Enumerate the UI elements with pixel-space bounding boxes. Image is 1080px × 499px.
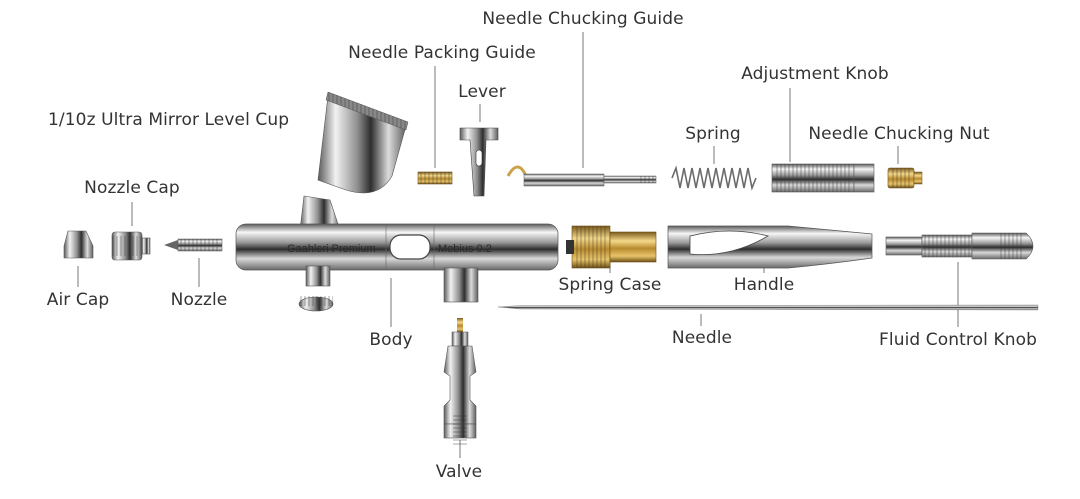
handle-part (667, 225, 873, 269)
cup-part (299, 91, 409, 231)
label-needle: Needle (671, 328, 733, 348)
label-lever: Lever (458, 82, 506, 102)
label-valve: Valve (435, 462, 483, 482)
label-needle-chucking-nut: Needle Chucking Nut (808, 124, 990, 144)
spring-part (671, 165, 757, 191)
nozzle-cap-part (111, 231, 151, 261)
fluid-control-knob-part (885, 232, 1034, 260)
label-cup: 1/10z Ultra Mirror Level Cup (48, 110, 290, 130)
label-spring-case: Spring Case (558, 275, 662, 295)
needle-part (497, 304, 1039, 311)
needle-chucking-nut-part (887, 167, 923, 189)
nozzle-part (164, 238, 223, 252)
body-part (235, 223, 559, 312)
valve-part (443, 318, 477, 447)
label-needle-chucking-guide: Needle Chucking Guide (482, 9, 684, 29)
body-brand-engraving: Gaahleri Premium (287, 243, 376, 255)
label-nozzle: Nozzle (170, 290, 228, 310)
label-spring: Spring (685, 124, 741, 144)
label-needle-packing-guide: Needle Packing Guide (348, 43, 536, 63)
spring-case-part (566, 225, 657, 269)
needle-packing-guide-part (417, 171, 453, 185)
body-model-engraving: Mobius 0.2 (438, 243, 492, 255)
lever-part (459, 127, 499, 197)
label-fluid-control-knob: Fluid Control Knob (879, 330, 1037, 350)
adjustment-knob-part (771, 163, 875, 193)
label-nozzle-cap: Nozzle Cap (84, 178, 180, 198)
label-handle: Handle (733, 275, 795, 295)
air-cap-part (63, 230, 94, 259)
needle-chucking-guide-part (506, 165, 657, 187)
label-air-cap: Air Cap (46, 290, 110, 310)
label-adjustment-knob: Adjustment Knob (741, 64, 889, 84)
label-body: Body (369, 330, 413, 350)
